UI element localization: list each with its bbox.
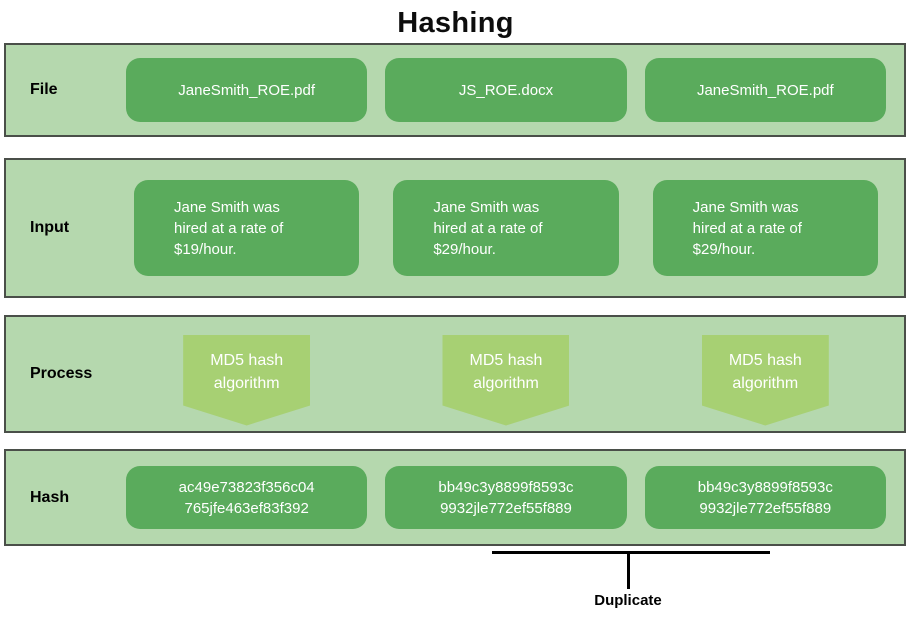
row-label-process: Process [30, 365, 93, 382]
process-arrow-2: MD5 hash algorithm [442, 334, 570, 426]
row-label-file: File [30, 81, 58, 98]
input-box-2: Jane Smith was hired at a rate of $29/ho… [393, 180, 619, 276]
hash-box-3: bb49c3y8899f8593c 9932jle772ef55f889 [644, 466, 886, 529]
input-box-1: Jane Smith was hired at a rate of $19/ho… [134, 180, 360, 276]
process-arrow-3: MD5 hash algorithm [701, 334, 829, 426]
row-hash: Hash ac49e73823f356c04 765jfe463ef83f392… [4, 449, 906, 546]
row-process: Process MD5 hash algorithm MD5 hash algo… [4, 315, 906, 433]
file-box-1: JaneSmith_ROE.pdf [126, 58, 368, 122]
file-box-2: JS_ROE.docx [385, 58, 627, 122]
duplicate-bracket-line [492, 551, 770, 554]
hash-box-2: bb49c3y8899f8593c 9932jle772ef55f889 [385, 466, 627, 529]
hash-box-1: ac49e73823f356c04 765jfe463ef83f392 [126, 466, 368, 529]
row-label-hash: Hash [30, 488, 70, 506]
row-input: Input Jane Smith was hired at a rate of … [4, 158, 906, 298]
duplicate-bracket-stem [627, 551, 630, 589]
row-file: File JaneSmith_ROE.pdf JS_ROE.docx JaneS… [4, 43, 906, 137]
page-title: Hashing [397, 7, 514, 39]
row-label-input: Input [30, 219, 70, 236]
process-arrow-1: MD5 hash algorithm [183, 334, 311, 426]
file-box-3: JaneSmith_ROE.pdf [644, 58, 886, 122]
input-box-3: Jane Smith was hired at a rate of $29/ho… [652, 180, 878, 276]
duplicate-label: Duplicate [594, 592, 662, 609]
